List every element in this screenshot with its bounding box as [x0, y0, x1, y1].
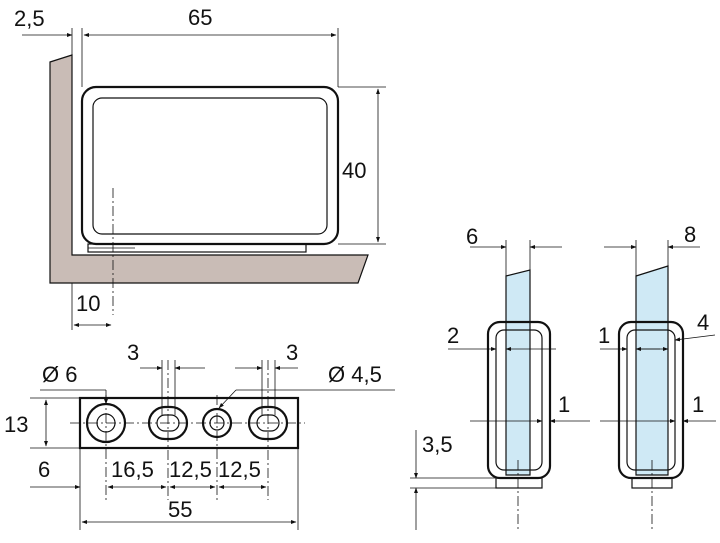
plan-view: Ø 6 Ø 4,5 3 3 13 6 16,5 12,5 12,5: [4, 340, 395, 530]
fitting-body-inner: [92, 97, 328, 235]
dim-10: 10: [76, 291, 100, 316]
dim-1-b: 1: [598, 323, 610, 348]
dim-55: 55: [168, 497, 192, 522]
glass-pane-6: [505, 269, 531, 476]
dim-3-right: 3: [286, 340, 298, 365]
dim-12-5-a: 12,5: [169, 457, 212, 482]
section-view-glass-8: 8 1 4 1: [598, 222, 716, 530]
dim-16-5: 16,5: [111, 457, 154, 482]
leader-d45-diag: [218, 389, 237, 409]
dim-6-edge: 6: [38, 457, 50, 482]
clamp-foot-6: [495, 477, 543, 489]
dim-glass-6: 6: [466, 224, 478, 249]
dim-40: 40: [342, 158, 366, 183]
dim-2-5: 2,5: [14, 6, 45, 31]
clamp-inner-6: [495, 329, 543, 471]
dim-2: 2: [447, 323, 459, 348]
fitting-body-outer: [80, 85, 340, 246]
dim-4: 4: [697, 310, 709, 335]
dim-65: 65: [188, 5, 212, 30]
wall-section: [49, 54, 369, 284]
dim-1-a: 1: [558, 392, 570, 417]
dim-13: 13: [4, 412, 28, 437]
dim-dia-4-5: Ø 4,5: [328, 362, 382, 387]
front-view: 2,5 65 40 10: [14, 5, 386, 330]
glass-pane-8: [635, 265, 669, 476]
dim-3-5: 3,5: [422, 432, 453, 457]
dim-glass-8: 8: [684, 222, 696, 247]
dim-12-5-b: 12,5: [218, 457, 261, 482]
section-view-glass-6: 6 2 1 3,5: [410, 224, 590, 530]
dim-dia-6: Ø 6: [42, 362, 77, 387]
dim-3-left: 3: [127, 340, 139, 365]
dim-line-4-b: [674, 334, 716, 342]
clamp-inner-8: [626, 329, 676, 471]
dim-1-c: 1: [692, 392, 704, 417]
